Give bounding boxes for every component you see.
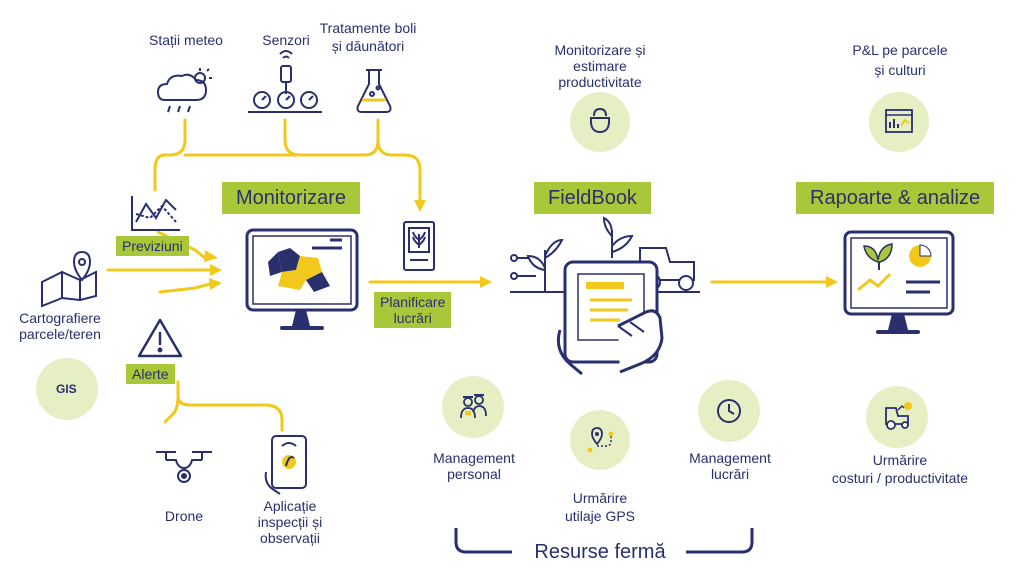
label-urmarire-gps-2: utilaje GPS (564, 508, 636, 524)
pl-circle (869, 92, 929, 152)
label-monitorizare-productivitate-3: productivitate (558, 74, 642, 90)
label-aplicatie-2: inspecții și (257, 514, 323, 530)
alert-triangle-icon (137, 318, 183, 358)
tag-monitorizare: Monitorizare (222, 182, 361, 214)
tag-fieldbook: FieldBook (534, 182, 651, 214)
weather-cloud-icon (156, 68, 212, 113)
tag-rapoarte: Rapoarte & analize (796, 182, 995, 214)
drone-icon (156, 451, 212, 483)
arrow-heads (204, 200, 838, 290)
fieldbook-tablet-icon (510, 216, 700, 376)
tag-alerte: Alerte (126, 364, 175, 384)
top-bracket (153, 118, 187, 192)
label-management-personal-2: personal (447, 466, 501, 482)
label-urmarire-gps-1: Urmărire (572, 490, 628, 506)
costs-circle (866, 386, 928, 448)
label-aplicatie-3: observații (260, 530, 320, 546)
forecast-chart-icon (131, 196, 180, 231)
phone-scan-icon (264, 435, 307, 495)
resources-bracket (454, 528, 754, 554)
label-monitorizare-productivitate-2: estimare (573, 58, 627, 74)
label-cartografiere-1: Cartografiere (19, 310, 101, 326)
gps-route-icon (587, 427, 614, 453)
label-resurse-ferma: Resurse fermă (534, 541, 666, 563)
label-tratamente-2: și dăunători (331, 38, 405, 54)
label-monitorizare-productivitate-1: Monitorizare și (554, 42, 646, 58)
gis-circle (36, 358, 98, 420)
tractor-cost-icon (885, 402, 912, 430)
label-tratamente-1: Tratamente boli (319, 20, 417, 36)
clock-icon (717, 399, 741, 423)
planning-tablet-icon (403, 221, 435, 271)
label-management-personal-1: Management (433, 450, 515, 466)
flow-lines (106, 118, 828, 432)
label-cartografiere-2: parcele/teren (19, 326, 101, 342)
label-drone: Drone (164, 508, 204, 524)
label-pl-1: P&L pe parcele (852, 42, 948, 58)
workers-icon (460, 394, 487, 419)
flask-icon (356, 69, 392, 113)
tag-planificare: Planificare lucrări (374, 292, 452, 328)
monitor-map-icon (245, 228, 359, 330)
label-costuri-1: Urmărire (872, 452, 928, 468)
label-senzori: Senzori (262, 32, 310, 48)
label-statii-meteo: Stații meteo (149, 32, 223, 48)
label-costuri-2: costuri / productivitate (831, 470, 969, 486)
report-chart-icon (885, 109, 913, 133)
personal-circle (442, 376, 504, 438)
productivity-circle (570, 92, 630, 152)
tag-previziuni: Previziuni (116, 236, 189, 256)
label-management-lucrari-1: Management (689, 450, 771, 466)
map-pin-icon (41, 250, 97, 308)
tag-planificare-line-2: lucrări (393, 310, 432, 326)
tag-planificare-line-1: Planificare (380, 294, 446, 310)
label-management-lucrari-2: lucrări (710, 466, 750, 482)
sensors-icon (248, 50, 322, 113)
bag-icon (589, 107, 611, 134)
label-pl-2: și culturi (874, 62, 926, 78)
monitor-report-icon (843, 230, 955, 334)
gis-label: GIS (56, 382, 77, 396)
label-aplicatie-1: Aplicație (263, 498, 317, 514)
